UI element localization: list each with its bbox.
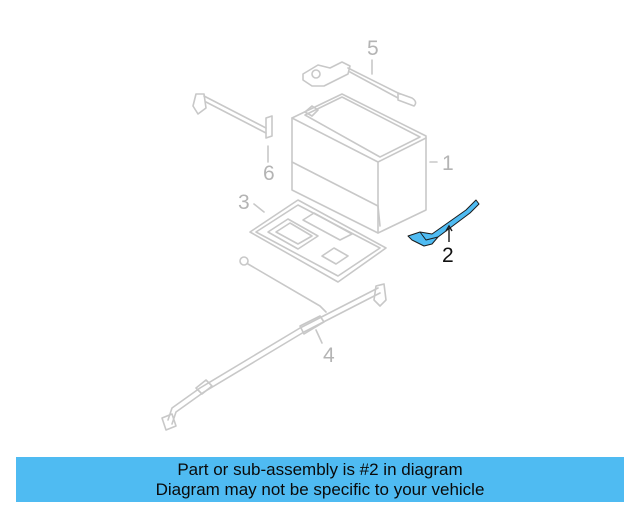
battery-cable-part (161, 256, 387, 431)
banner-line-2: Diagram may not be specific to your vehi… (155, 480, 485, 499)
callout-5[interactable]: 5 (367, 37, 379, 60)
callout-6[interactable]: 6 (263, 162, 275, 185)
leader-4 (315, 329, 323, 344)
callout-1[interactable]: 1 (442, 152, 454, 175)
battery-tray-part (249, 199, 387, 283)
terminal-cable-part (302, 61, 417, 107)
callout-4[interactable]: 4 (323, 344, 335, 367)
parts-diagram (161, 59, 480, 431)
battery-part (291, 93, 427, 234)
bracket-part-highlighted (407, 199, 480, 247)
callout-2[interactable]: 2 (442, 244, 454, 267)
callout-3[interactable]: 3 (238, 191, 250, 214)
hold-down-rod-part (192, 93, 273, 139)
info-banner: Part or sub-assembly is #2 in diagram Di… (16, 457, 624, 502)
banner-line-1: Part or sub-assembly is #2 in diagram (177, 460, 463, 479)
leader-3 (253, 203, 265, 213)
